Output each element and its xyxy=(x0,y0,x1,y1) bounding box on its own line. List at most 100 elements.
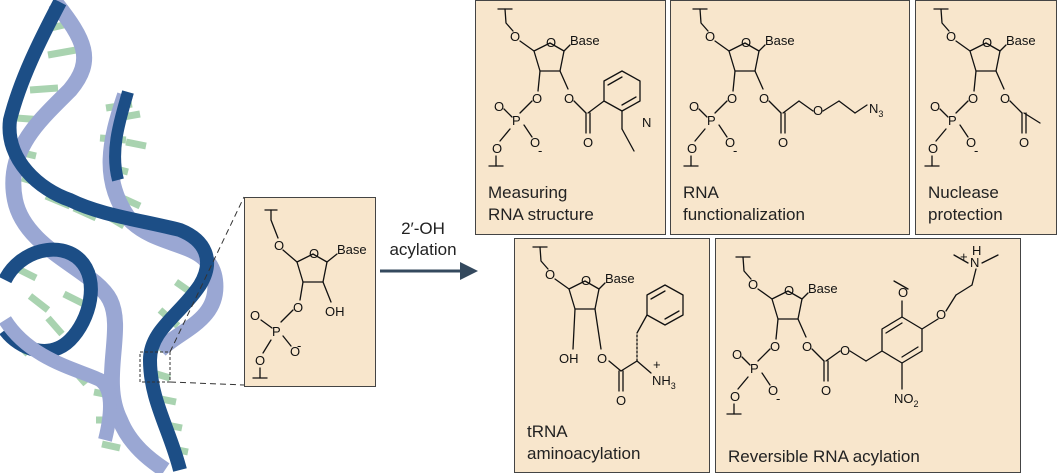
ammonium-hydrogen: H xyxy=(972,243,981,258)
caption-line1: Measuring xyxy=(488,183,568,202)
ring-oxygen: O xyxy=(982,35,992,50)
reaction-label-line2: acylation xyxy=(389,240,457,259)
charge-plus: + xyxy=(653,357,661,372)
atom-o: O xyxy=(946,29,956,44)
atom-o: O xyxy=(687,141,697,156)
ether-oxygen: O xyxy=(936,307,946,322)
azide-group: N3 xyxy=(869,101,883,119)
panel-caption: Measuring RNA structure xyxy=(488,182,594,226)
charge-minus: - xyxy=(733,143,737,158)
atom-p: P xyxy=(948,113,957,128)
charge-minus: - xyxy=(974,143,978,158)
charge-minus: - xyxy=(776,391,780,406)
panel-caption: RNA functionalization xyxy=(683,182,805,226)
atom-p: P xyxy=(272,324,281,339)
atom-o: O xyxy=(1000,91,1010,106)
atom-o: O xyxy=(730,389,740,404)
atom-o: O xyxy=(732,347,742,362)
caption-line1: RNA xyxy=(683,183,719,202)
atom-p: P xyxy=(707,113,716,128)
atom-p: P xyxy=(512,113,521,128)
methoxy-oxygen: O xyxy=(898,285,908,300)
carbonyl-oxygen: O xyxy=(616,393,626,408)
atom-o: O xyxy=(748,277,758,292)
panel-reversible-rna-acylation: O O Base O O P O O - O O O xyxy=(715,238,1021,473)
atom-o: O xyxy=(250,308,260,323)
phenylalanyl-ester-structure: O O Base OH O O NH3 + xyxy=(532,246,684,408)
atom-o: O xyxy=(768,383,778,398)
azido-ester-structure: O O Base O O P O O - O O xyxy=(683,8,883,167)
rna-dark-strand xyxy=(2,0,215,472)
carbonyl-oxygen: O xyxy=(583,135,593,150)
rna-base-tick xyxy=(27,293,51,313)
caption-line2: functionalization xyxy=(683,205,805,224)
ammonium-group: NH3 xyxy=(652,373,676,391)
carbonyl-oxygen: O xyxy=(821,383,831,398)
caption-line2: aminoacylation xyxy=(527,444,641,463)
charge-minus: - xyxy=(297,338,301,353)
atom-o: O xyxy=(530,135,540,150)
nicotinoyl-ester-structure: O O Base O O P O O - O O xyxy=(488,8,651,167)
atom-o: O xyxy=(255,353,265,368)
ring-oxygen: O xyxy=(309,246,319,261)
carbonyl-oxygen: O xyxy=(1019,135,1029,150)
charge-minus: - xyxy=(538,143,542,158)
ring-oxygen: O xyxy=(741,35,751,50)
photocaged-carbonate-structure: O O Base O O P O O - O O O xyxy=(726,243,999,415)
atom-o: O xyxy=(545,267,555,282)
rna-light-strand-lower xyxy=(0,316,117,442)
ribose-structure: O O Base O OH P O O - O xyxy=(250,209,367,379)
reaction-label-line1: 2′-OH xyxy=(401,219,445,238)
pyridine-nitrogen: N xyxy=(642,115,651,130)
atom-base: Base xyxy=(337,242,367,257)
hydroxyl-3prime: OH xyxy=(559,351,579,366)
caption-line1: Nuclease xyxy=(928,183,999,202)
zoom-region-box xyxy=(139,351,171,383)
ether-oxygen: O xyxy=(813,103,823,118)
caption-line2: protection xyxy=(928,205,1003,224)
atom-o: O xyxy=(494,99,504,114)
nitro-group: NO2 xyxy=(894,391,919,409)
atom-o: O xyxy=(802,339,812,354)
ring-oxygen: O xyxy=(546,35,556,50)
atom-p: P xyxy=(750,361,759,376)
panel-caption: Nuclease protection xyxy=(928,182,1003,226)
caption-line1: tRNA xyxy=(527,422,568,441)
atom-o: O xyxy=(492,141,502,156)
atom-o: O xyxy=(510,29,520,44)
dimethylammonium-nitrogen: N xyxy=(970,255,979,270)
atom-o: O xyxy=(597,351,607,366)
atom-o: O xyxy=(770,339,780,354)
panel-caption: Reversible RNA acylation xyxy=(728,446,920,468)
rna-base-tick xyxy=(62,290,86,308)
atom-base: Base xyxy=(1006,33,1036,48)
reaction-arrow xyxy=(380,262,478,280)
panel-trna-aminoacylation: O O Base OH O O NH3 + tRNA amin xyxy=(514,238,710,473)
atom-o: O xyxy=(966,135,976,150)
atom-o: O xyxy=(689,99,699,114)
atom-o: O xyxy=(290,344,300,359)
atom-base: Base xyxy=(570,33,600,48)
carbonyl-oxygen: O xyxy=(778,135,788,150)
atom-base: Base xyxy=(808,281,838,296)
atom-o: O xyxy=(968,91,978,106)
caption-line1: Reversible RNA acylation xyxy=(728,447,920,466)
rna-base-tick xyxy=(45,315,65,337)
atom-o: O xyxy=(928,141,938,156)
atom-o: O xyxy=(564,91,574,106)
atom-o: O xyxy=(532,91,542,106)
panel-rna-functionalization: O O Base O O P O O - O O xyxy=(670,0,910,235)
atom-o: O xyxy=(705,29,715,44)
caption-line2: RNA structure xyxy=(488,205,594,224)
atom-o: O xyxy=(930,99,940,114)
rna-double-helix-illustration xyxy=(0,0,224,473)
ring-oxygen: O xyxy=(784,283,794,298)
atom-base: Base xyxy=(605,271,635,286)
acetyl-ester-structure: O O Base O O P O O - O O xyxy=(924,8,1041,167)
atom-o: O xyxy=(293,300,303,315)
hydroxyl-2prime: OH xyxy=(325,304,345,319)
carbonate-oxygen: O xyxy=(840,343,850,358)
atom-o: O xyxy=(759,91,769,106)
rna-base-tick xyxy=(101,440,121,452)
